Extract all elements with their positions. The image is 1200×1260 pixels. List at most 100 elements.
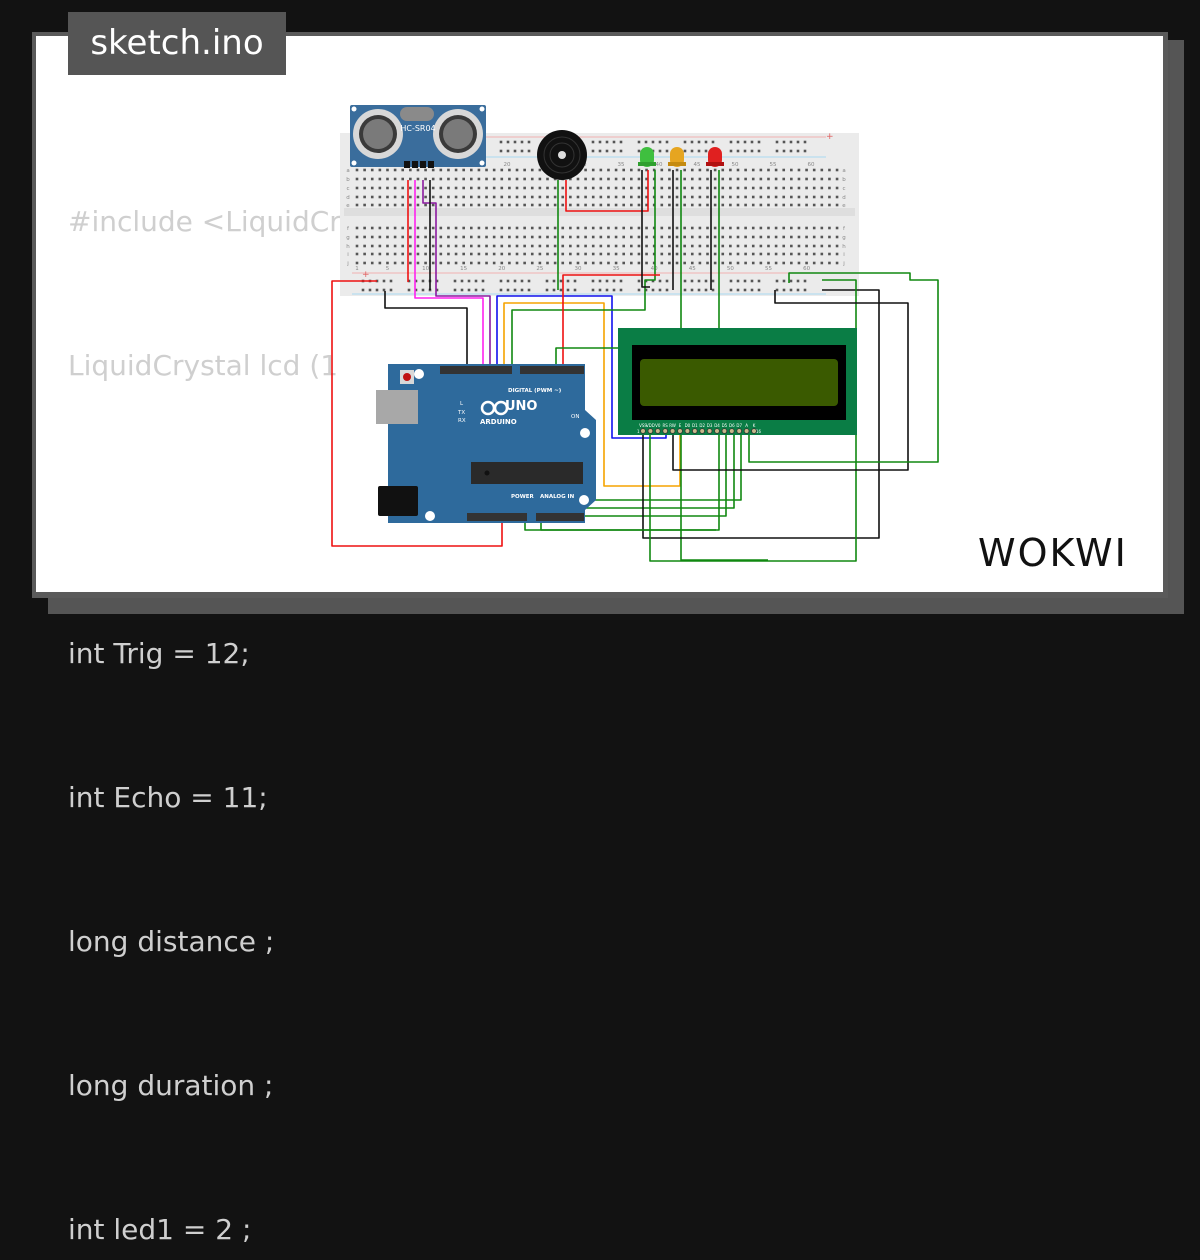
breadboard-hole[interactable] [591,252,595,256]
breadboard-hole[interactable] [782,140,786,144]
breadboard-hole[interactable] [698,226,702,230]
breadboard-hole[interactable] [545,288,549,292]
lcd-pin-d7[interactable] [736,428,742,434]
breadboard-hole[interactable] [697,140,701,144]
breadboard-hole[interactable] [485,186,488,190]
breadboard-hole[interactable] [704,140,708,144]
breadboard-hole[interactable] [782,203,786,207]
breadboard-hole[interactable] [665,279,669,283]
breadboard-hole[interactable] [675,261,679,265]
breadboard-hole[interactable] [614,195,618,199]
breadboard-hole[interactable] [591,203,595,207]
breadboard-hole[interactable] [378,226,382,230]
breadboard-hole[interactable] [454,168,458,172]
breadboard-hole[interactable] [515,252,519,256]
arduino-uno[interactable]: UNO ARDUINO DIGITAL (PWM ~) ANALOG IN PO… [376,364,596,523]
breadboard-hole[interactable] [711,140,715,144]
breadboard-hole[interactable] [523,168,526,172]
breadboard-hole[interactable] [508,252,511,256]
breadboard-hole[interactable] [553,203,557,207]
breadboard-hole[interactable] [782,226,786,230]
breadboard-hole[interactable] [508,168,511,172]
breadboard-hole[interactable] [630,168,633,172]
breadboard-hole[interactable] [370,177,374,181]
buzzer[interactable] [537,130,587,180]
breadboard-hole[interactable] [546,203,549,207]
breadboard-hole[interactable] [363,203,366,207]
breadboard-hole[interactable] [790,244,793,248]
breadboard-hole[interactable] [782,244,786,248]
breadboard-hole[interactable] [584,186,587,190]
breadboard-hole[interactable] [665,149,669,153]
breadboard-hole[interactable] [424,177,427,181]
breadboard-hole[interactable] [637,244,641,248]
breadboard-hole[interactable] [759,244,763,248]
breadboard-hole[interactable] [683,140,687,144]
breadboard-hole[interactable] [386,252,389,256]
breadboard-hole[interactable] [607,203,610,207]
breadboard-hole[interactable] [545,279,549,283]
breadboard-hole[interactable] [553,195,557,199]
breadboard-hole[interactable] [774,186,778,190]
breadboard-hole[interactable] [790,261,793,265]
breadboard-hole[interactable] [697,149,701,153]
breadboard-hole[interactable] [431,195,435,199]
breadboard-hole[interactable] [750,279,754,283]
breadboard-hole[interactable] [454,261,458,265]
breadboard-hole[interactable] [729,168,732,172]
breadboard-hole[interactable] [797,203,801,207]
breadboard-hole[interactable] [607,261,610,265]
breadboard-hole[interactable] [660,235,664,239]
breadboard-hole[interactable] [812,252,816,256]
breadboard-hole[interactable] [744,168,747,172]
breadboard-hole[interactable] [477,195,481,199]
breadboard-hole[interactable] [683,252,686,256]
wire-red[interactable] [331,280,503,547]
breadboard-hole[interactable] [729,203,732,207]
breadboard-hole[interactable] [470,235,473,239]
breadboard-hole[interactable] [698,168,702,172]
breadboard[interactable]: + + 202530354045505560151015202530354045… [340,132,859,296]
breadboard-hole[interactable] [637,279,641,283]
breadboard-hole[interactable] [363,177,366,181]
breadboard-hole[interactable] [393,252,397,256]
breadboard-hole[interactable] [462,186,465,190]
breadboard-hole[interactable] [652,195,656,199]
breadboard-hole[interactable] [775,279,779,283]
breadboard-hole[interactable] [736,168,740,172]
breadboard-hole[interactable] [409,235,412,239]
breadboard-hole[interactable] [492,252,496,256]
wire-magenta[interactable] [414,180,484,368]
breadboard-hole[interactable] [690,235,694,239]
breadboard-hole[interactable] [363,168,366,172]
breadboard-hole[interactable] [614,235,618,239]
breadboard-hole[interactable] [584,226,587,230]
breadboard-hole[interactable] [370,235,374,239]
breadboard-hole[interactable] [378,235,382,239]
lcd-pin-a[interactable] [743,428,750,434]
breadboard-hole[interactable] [757,288,761,292]
breadboard-hole[interactable] [530,186,534,190]
breadboard-hole[interactable] [439,226,443,230]
breadboard-hole[interactable] [690,203,694,207]
breadboard-hole[interactable] [566,288,570,292]
breadboard-hole[interactable] [481,288,485,292]
breadboard-hole[interactable] [651,288,655,292]
breadboard-hole[interactable] [759,177,763,181]
breadboard-hole[interactable] [614,186,618,190]
breadboard-hole[interactable] [711,279,715,283]
breadboard-hole[interactable] [835,235,839,239]
breadboard-hole[interactable] [736,279,740,283]
breadboard-hole[interactable] [538,235,542,239]
breadboard-hole[interactable] [530,235,534,239]
breadboard-hole[interactable] [605,279,609,283]
wire-green[interactable] [748,272,939,463]
breadboard-hole[interactable] [607,226,610,230]
breadboard-hole[interactable] [530,203,534,207]
breadboard-hole[interactable] [812,261,816,265]
breadboard-hole[interactable] [363,186,366,190]
breadboard-hole[interactable] [637,288,641,292]
breadboard-hole[interactable] [409,177,412,181]
breadboard-hole[interactable] [416,168,420,172]
breadboard-hole[interactable] [797,252,801,256]
